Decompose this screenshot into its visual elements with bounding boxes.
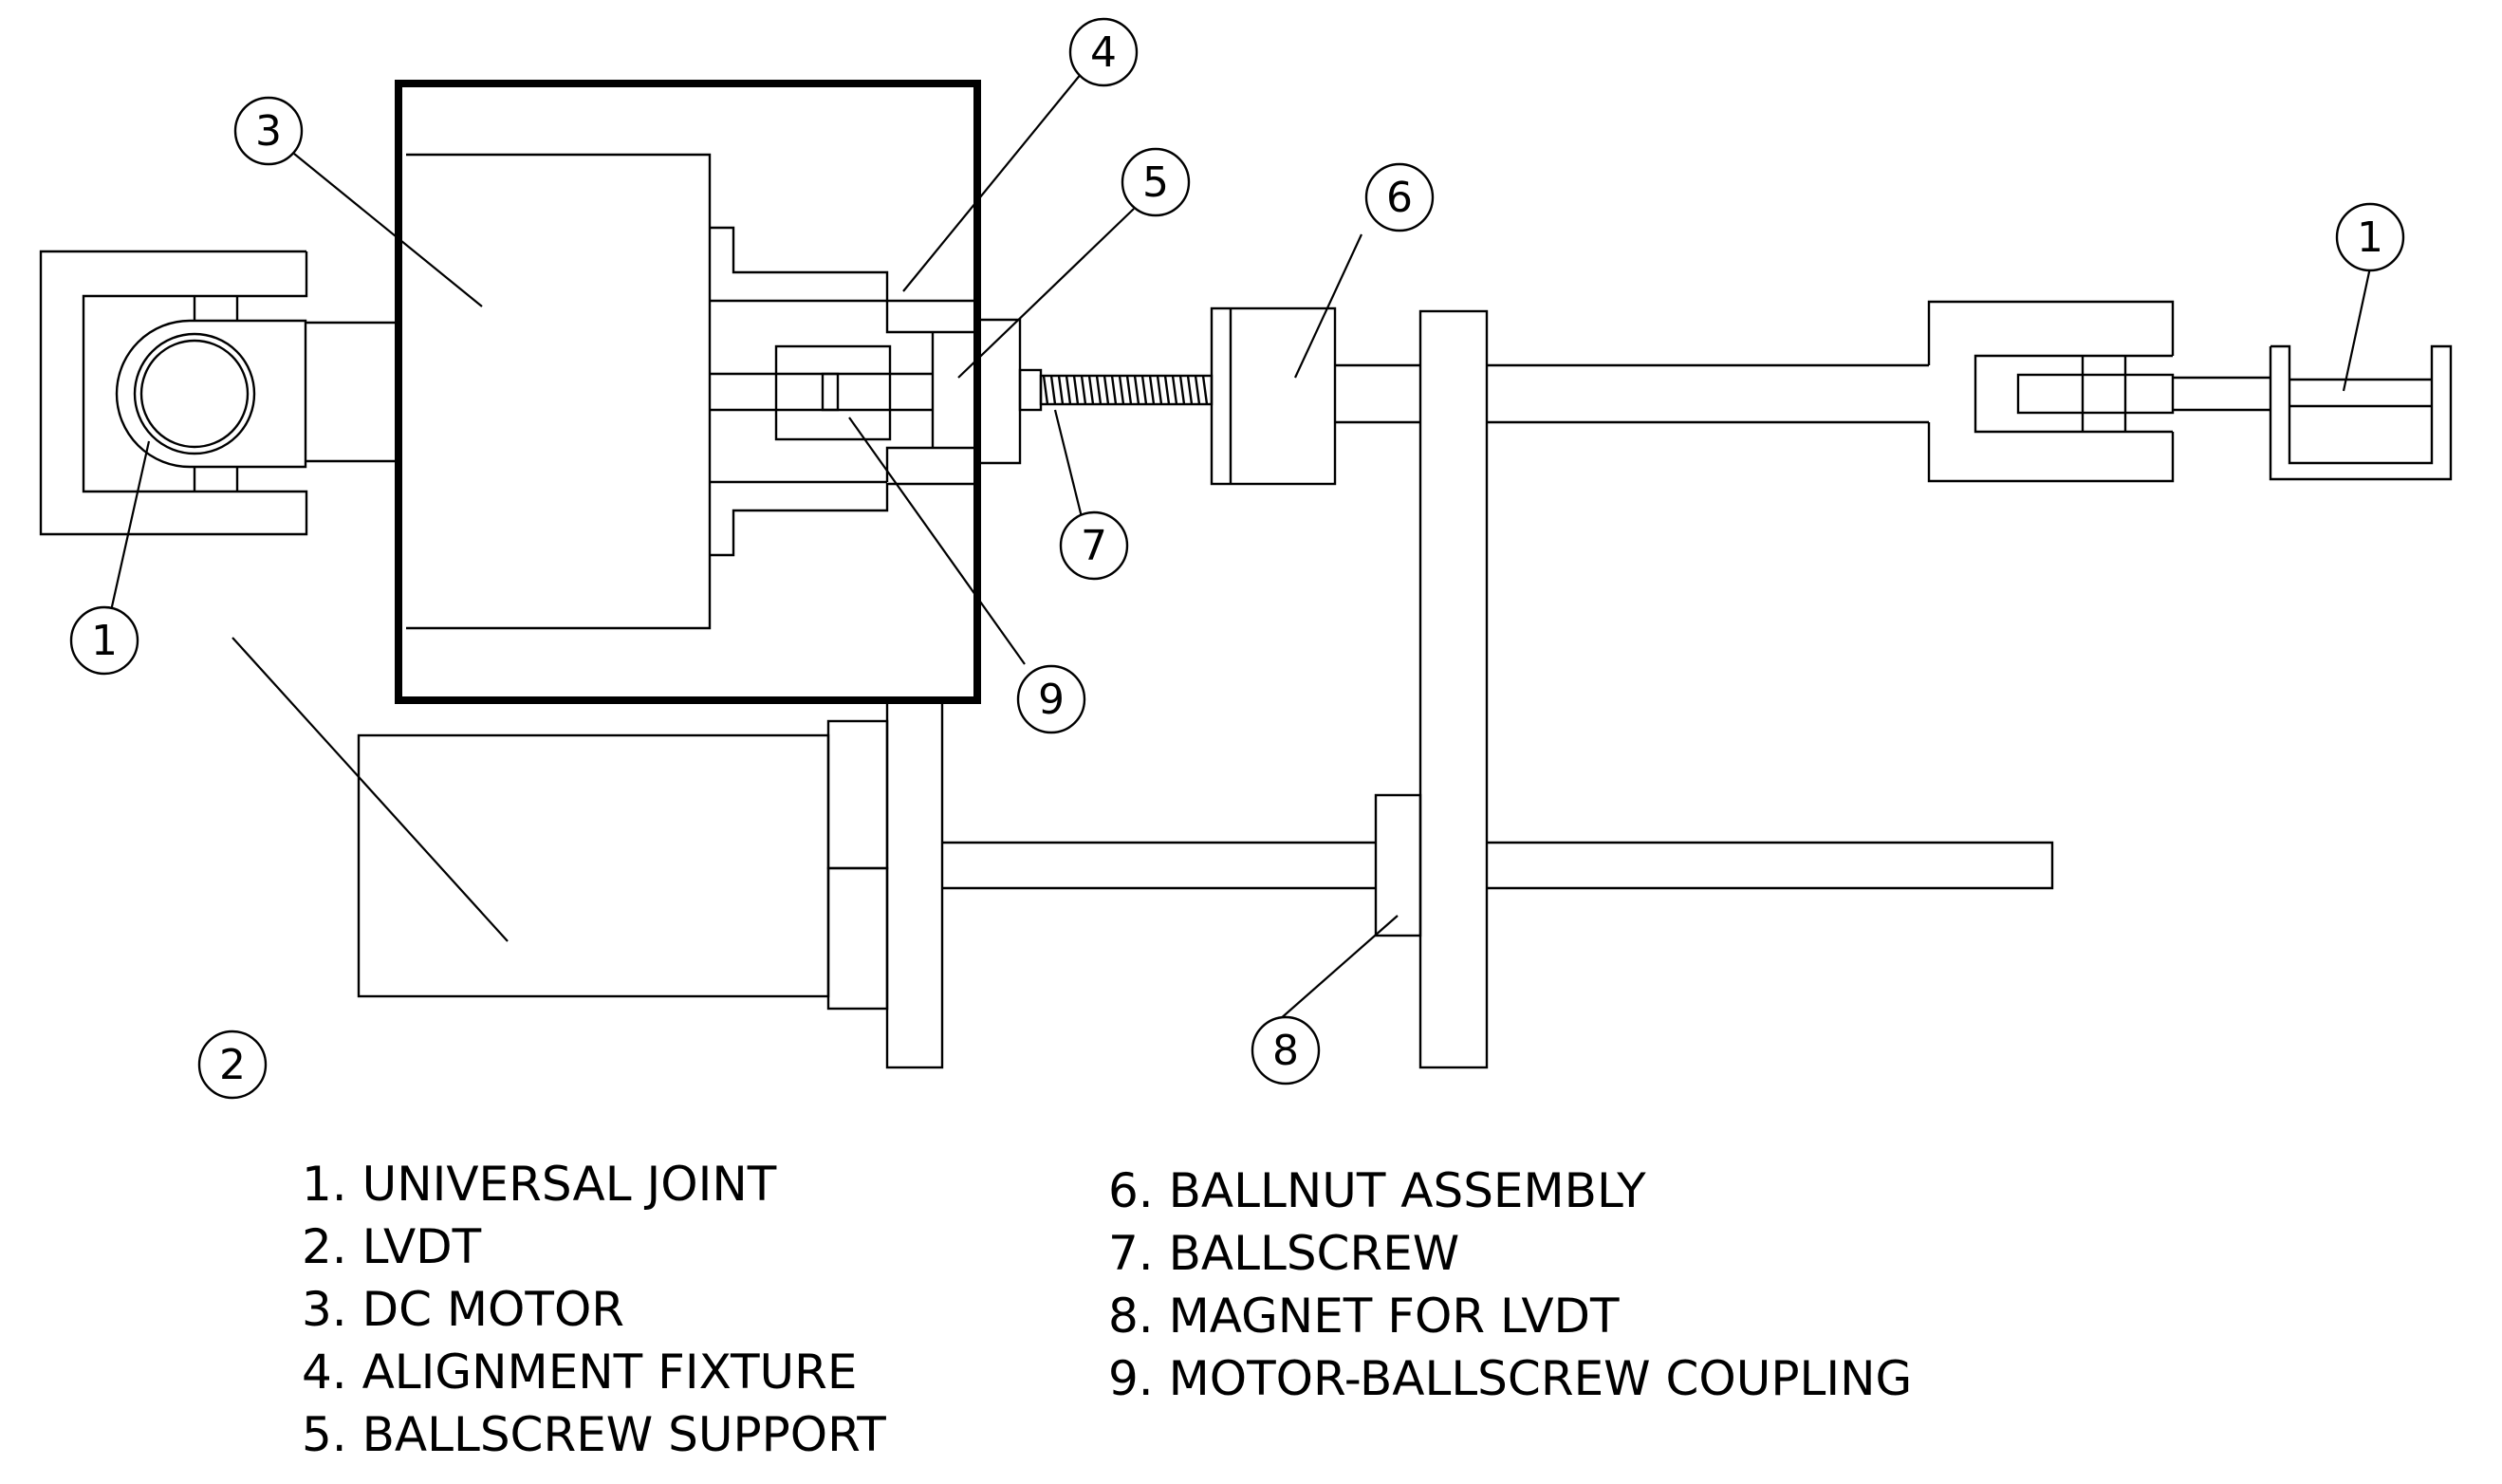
motor-ballscrew-coupling [710,344,933,441]
svg-text:7: 7 [1081,522,1107,570]
universal-joint-right [2269,344,2453,481]
callout-1-right: 1 [2335,202,2405,272]
callout-7: 7 [1059,510,1129,581]
output-rod [1335,363,1929,424]
lvdt [357,700,2054,1069]
leader-lines [102,72,2372,1021]
legend-item: 8. MAGNET FOR LVDT [1108,1289,1620,1344]
legend-item: 1. UNIVERSAL JOINT [302,1157,777,1212]
legend-item: 6. BALLNUT ASSEMBLY [1108,1163,1646,1218]
svg-text:1: 1 [91,617,118,665]
callout-2: 2 [197,1030,268,1100]
svg-text:1: 1 [2357,213,2383,262]
ballscrew [1018,368,1214,412]
lvdt-magnet [1374,793,1422,937]
legend-item: 2. LVDT [302,1219,482,1274]
callout-8: 8 [1251,1015,1321,1085]
legend-item: 9. MOTOR-BALLSCREW COUPLING [1108,1351,1913,1406]
right-clevis [1927,300,2270,483]
ballscrew-support [885,301,1022,482]
svg-text:5: 5 [1142,158,1169,207]
svg-text:3: 3 [255,107,282,156]
alignment-fixture [710,226,977,557]
callout-6: 6 [1364,162,1435,232]
legend-item: 7. BALLSCREW [1108,1226,1460,1281]
callout-3: 3 [233,96,304,166]
legend-item: 4. ALIGNMENT FIXTURE [302,1345,858,1400]
callout-9: 9 [1016,664,1086,734]
universal-joint-left [39,250,308,536]
svg-text:4: 4 [1090,28,1117,77]
vertical-plate [1418,309,1489,1069]
callout-5: 5 [1121,147,1191,217]
svg-text:2: 2 [219,1041,246,1089]
legend-item: 3. DC MOTOR [302,1282,625,1337]
svg-text:6: 6 [1386,174,1413,222]
legend-left: 1. UNIVERSAL JOINT 2. LVDT 3. DC MOTOR 4… [302,1153,886,1466]
dc-motor [306,153,712,630]
callout-1-left: 1 [69,605,139,676]
svg-text:8: 8 [1272,1027,1299,1075]
svg-text:9: 9 [1038,676,1065,724]
legend-right: 6. BALLNUT ASSEMBLY 7. BALLSCREW 8. MAGN… [1108,1159,1912,1410]
callout-4: 4 [1068,17,1139,87]
legend-item: 5. BALLSCREW SUPPORT [302,1407,886,1462]
ballnut-assembly [1210,306,1337,486]
